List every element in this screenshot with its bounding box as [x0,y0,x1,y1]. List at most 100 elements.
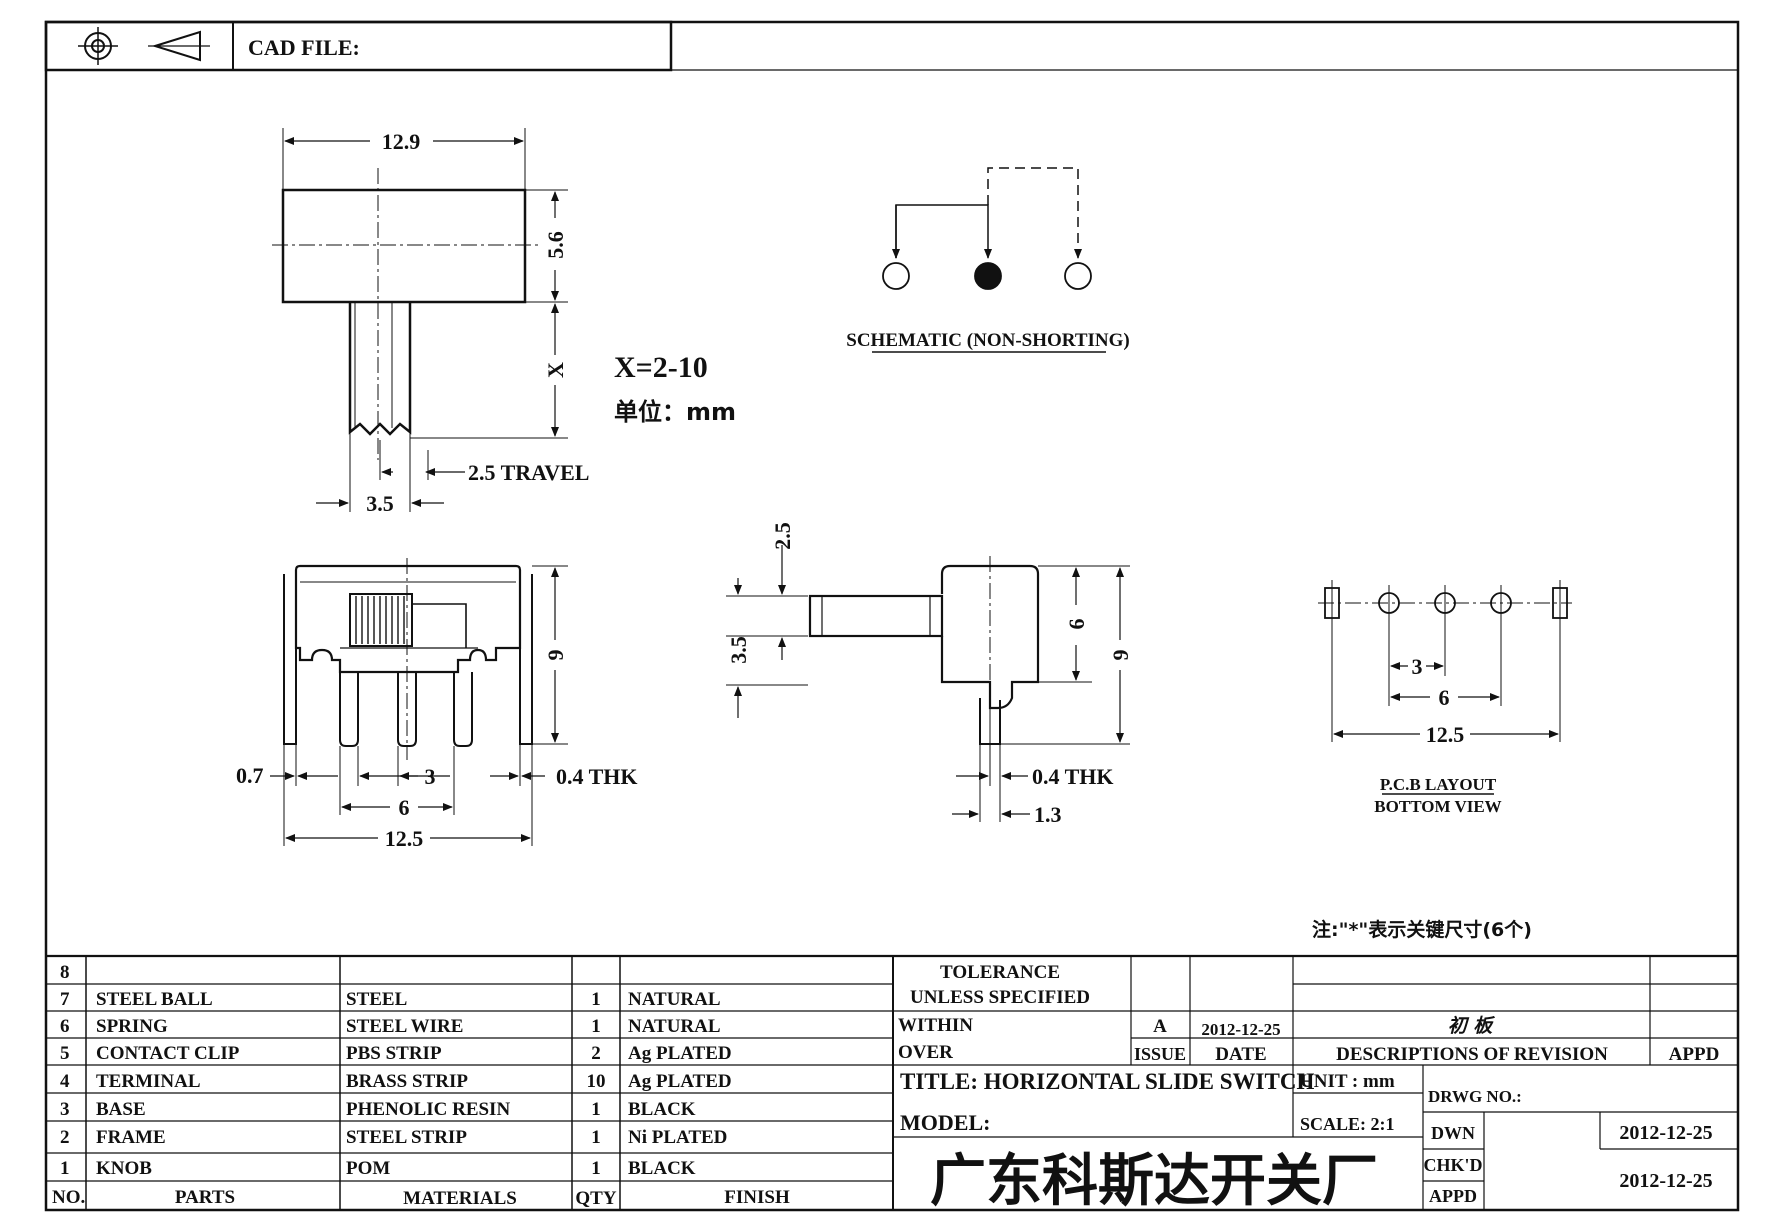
top-view: 12.9 5.6 X X=2-10 单位：mm 2.5 TRAVEL 3.5 [272,128,736,516]
chkd-label: CHK'D [1423,1155,1482,1175]
dim-front-overall-12-5: 12.5 [385,826,424,851]
svg-text:1: 1 [60,1158,70,1179]
company-name: 广东科斯达开关厂 [930,1149,1378,1214]
svg-text:6: 6 [60,1016,70,1037]
side-view: 2.5 3.5 6 9 0.4 THK 1.3 [726,522,1133,827]
crosshair-circle-icon [78,27,118,65]
svg-text:BRASS STRIP: BRASS STRIP [346,1071,468,1092]
svg-text:PBS STRIP: PBS STRIP [346,1043,442,1064]
bom-row: 2 FRAME STEEL STRIP 1 Ni PLATED [60,1127,727,1148]
svg-text:7: 7 [60,989,70,1010]
tolerance-within: WITHIN [898,1015,973,1036]
tolerance-line1: TOLERANCE [940,962,1060,983]
x-range-label: X=2-10 [614,351,708,384]
dim-pcb-overall-12-5: 12.5 [1426,722,1465,747]
drawing-title: TITLE: HORIZONTAL SLIDE SWITCH [900,1069,1314,1094]
bom-row: 1 KNOB POM 1 BLACK [60,1158,696,1179]
dim-front-height-9: 9 [543,650,568,661]
bom-row: 4 TERMINAL BRASS STRIP 10 Ag PLATED [60,1071,732,1092]
svg-text:Ag PLATED: Ag PLATED [628,1043,732,1064]
svg-text:STEEL: STEEL [346,989,407,1010]
dim-width-12-9: 12.9 [382,129,421,154]
dim-front-offset-0-7: 0.7 [236,763,264,788]
svg-text:10: 10 [587,1071,606,1092]
drwg-no-label: DRWG NO.: [1428,1087,1522,1106]
svg-text:NATURAL: NATURAL [628,989,721,1010]
svg-text:1: 1 [591,1158,601,1179]
svg-text:3: 3 [60,1099,70,1120]
svg-text:Ag PLATED: Ag PLATED [628,1071,732,1092]
bom-row: 8 [60,962,70,983]
svg-text:QTY: QTY [575,1188,616,1209]
dim-front-pitch-3: 3 [425,764,436,789]
dim-side-knob-top-2-5: 2.5 [770,522,795,550]
svg-text:POM: POM [346,1158,390,1179]
appd-label: APPD [1429,1186,1477,1206]
bom-grid [46,954,1738,1210]
svg-text:2: 2 [60,1127,70,1148]
svg-text:STEEL STRIP: STEEL STRIP [346,1127,467,1148]
dim-height-5-6: 5.6 [543,231,568,259]
svg-text:Ni PLATED: Ni PLATED [628,1127,727,1148]
tolerance-over: OVER [898,1042,953,1063]
bom-header-row: NO. PARTS MATERIALS QTY FINISH [52,1187,790,1209]
svg-text:STEEL BALL: STEEL BALL [96,989,213,1010]
dim-side-overall-9: 9 [1108,650,1133,661]
dim-side-body-6: 6 [1064,619,1089,630]
chkd-date: 2012-12-25 [1619,1170,1712,1192]
svg-text:BLACK: BLACK [628,1158,696,1179]
tolerance-line2: UNLESS SPECIFIED [910,987,1090,1008]
revision-description: 初 板 [1448,1015,1496,1037]
title-block: TOLERANCE UNLESS SPECIFIED WITHIN OVER A… [898,962,1719,1214]
pcb-label-line1: P.C.B LAYOUT [1380,775,1497,794]
dim-pcb-span-6: 6 [1439,685,1450,710]
dim-travel: 2.5 TRAVEL [468,460,589,485]
header-box: CAD FILE: [44,20,1738,72]
svg-text:4: 4 [60,1071,70,1092]
dwn-label: DWN [1431,1123,1475,1143]
svg-text:2: 2 [591,1043,601,1064]
terminal-open-right [1064,262,1092,290]
svg-text:BASE: BASE [96,1099,146,1120]
dim-side-knob-3-5: 3.5 [726,636,751,664]
cad-file-label: CAD FILE: [248,35,360,60]
dim-shaft-width-3-5: 3.5 [366,491,394,516]
svg-text:BLACK: BLACK [628,1099,696,1120]
revision-description-label: DESCRIPTIONS OF REVISION [1336,1044,1608,1065]
pcb-label-line2: BOTTOM VIEW [1374,797,1501,816]
dim-side-pin-1-3: 1.3 [1034,802,1062,827]
dim-front-span-6: 6 [399,795,410,820]
svg-text:1: 1 [591,989,601,1010]
svg-text:8: 8 [60,962,70,983]
dwn-date: 2012-12-25 [1619,1122,1712,1144]
svg-text:KNOB: KNOB [96,1158,152,1179]
svg-text:1: 1 [591,1016,601,1037]
bom-row: 7 STEEL BALL STEEL 1 NATURAL [60,989,721,1010]
dim-side-thickness: 0.4 THK [1032,764,1114,789]
schematic-label: SCHEMATIC (NON-SHORTING) [846,330,1129,351]
bom-table: 8 7 STEEL BALL STEEL 1 NATURAL 6 SPRING … [52,962,790,1209]
svg-text:NATURAL: NATURAL [628,1016,721,1037]
svg-text:FRAME: FRAME [96,1127,166,1148]
bom-row: 5 CONTACT CLIP PBS STRIP 2 Ag PLATED [60,1043,732,1064]
bom-row: 6 SPRING STEEL WIRE 1 NATURAL [60,1016,721,1037]
svg-text:5: 5 [60,1043,70,1064]
dim-front-thickness: 0.4 THK [556,764,638,789]
svg-text:PARTS: PARTS [175,1187,235,1208]
front-view: 9 0.7 3 0.4 THK 6 12.5 [236,558,638,851]
dim-pcb-pitch-3: 3 [1412,654,1423,679]
svg-text:STEEL WIRE: STEEL WIRE [346,1016,463,1037]
unit-note: 单位：mm [614,398,736,426]
unit-label: UNIT : mm [1300,1071,1395,1092]
svg-text:PHENOLIC RESIN: PHENOLIC RESIN [346,1099,510,1120]
terminal-open-left [882,262,910,290]
scale-label: SCALE: 2:1 [1300,1114,1395,1134]
svg-text:CONTACT CLIP: CONTACT CLIP [96,1043,240,1064]
revision-date-label: DATE [1215,1044,1266,1065]
svg-text:1: 1 [591,1099,601,1120]
svg-text:1: 1 [591,1127,601,1148]
pcb-layout: 3 6 12.5 P.C.B LAYOUT BOTTOM VIEW [1318,580,1572,816]
truncated-cone-icon [148,30,210,62]
terminal-common [974,262,1002,290]
